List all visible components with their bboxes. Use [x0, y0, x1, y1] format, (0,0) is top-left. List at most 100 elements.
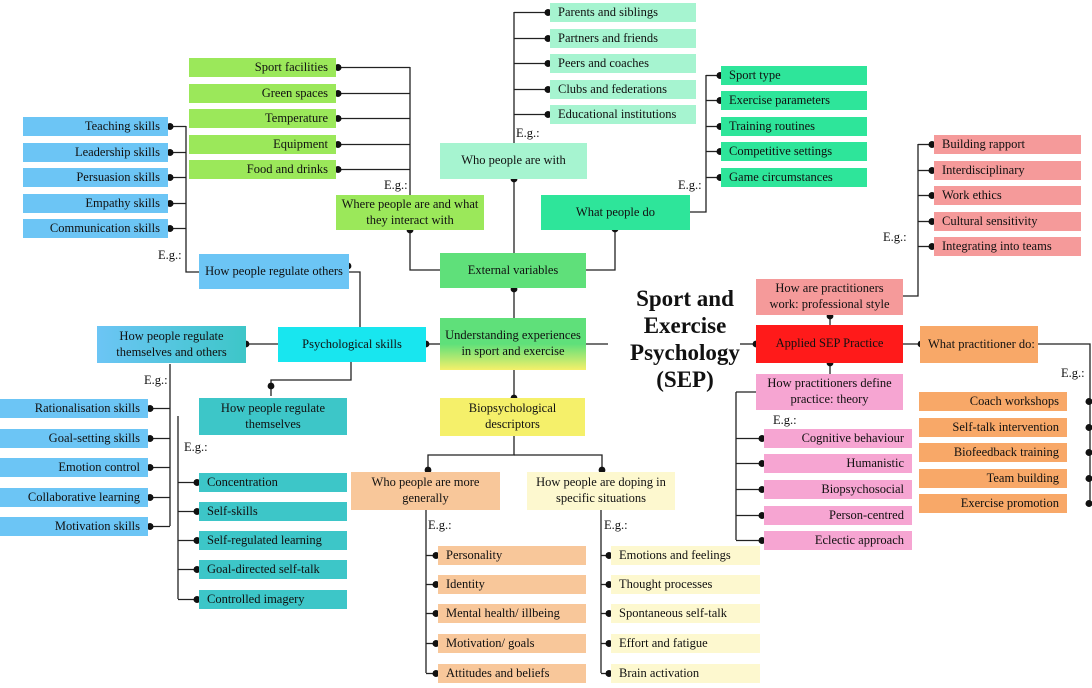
general-node: Who people are more generally: [351, 472, 500, 510]
connector-dot: [544, 86, 552, 93]
connector-dot: [928, 141, 936, 148]
connector-dot: [166, 200, 174, 207]
connector-dot: [758, 537, 766, 544]
connector-dot: [432, 610, 440, 617]
connector-dot: [334, 141, 342, 148]
work-style-node: How are practitioners work: professional…: [756, 279, 903, 315]
specific-item: Spontaneous self-talk: [611, 604, 760, 623]
connector-dot: [605, 581, 613, 588]
both-item: Rationalisation skills: [0, 399, 148, 418]
example-label: E.g.:: [773, 413, 797, 427]
connector-dot: [544, 111, 552, 118]
connector-dot: [166, 123, 174, 130]
regulate-others-node: How people regulate others: [199, 254, 349, 289]
self-item: Goal-directed self-talk: [199, 560, 347, 579]
general-item: Motivation/ goals: [438, 634, 586, 653]
regulate-self-node: How people regulate themselves: [199, 398, 347, 435]
example-label: E.g.:: [678, 178, 702, 192]
connector-line: [427, 436, 515, 470]
theory-item: Person-centred: [764, 506, 912, 525]
connector-line: [185, 126, 199, 273]
specific-item: Brain activation: [611, 664, 760, 683]
specific-node: How people are doping in specific situat…: [527, 472, 675, 510]
connector-dot: [146, 523, 154, 530]
center-node: Understanding experiences in sport and e…: [440, 318, 586, 370]
with-item: Partners and friends: [550, 29, 696, 48]
self-item: Self-skills: [199, 502, 347, 521]
connector-line: [586, 229, 616, 271]
connector-dot: [605, 552, 613, 559]
connector-line: [903, 144, 919, 297]
connector-dot: [928, 192, 936, 199]
connector-dot: [928, 243, 936, 250]
both-item: Goal-setting skills: [0, 429, 148, 448]
connector-dot: [544, 35, 552, 42]
connector-dot: [432, 581, 440, 588]
work-item: Work ethics: [934, 186, 1081, 205]
with-item: Clubs and federations: [550, 80, 696, 99]
theory-item: Biopsychosocial: [764, 480, 912, 499]
connector-dot: [267, 382, 275, 390]
intervention-item: Team building: [919, 469, 1067, 488]
connector-dot: [166, 174, 174, 181]
connector-dot: [193, 508, 201, 515]
connector-line: [270, 362, 352, 396]
title-line: Exercise: [643, 312, 727, 338]
with-whom-node: Who people are with: [440, 143, 587, 179]
others-item: Persuasion skills: [23, 168, 168, 187]
connector-dot: [334, 64, 342, 71]
connector-dot: [544, 60, 552, 67]
interventions-node: What practitioner do: interventions: [920, 326, 1038, 363]
connector-dot: [605, 670, 613, 677]
theory-item: Cognitive behaviour: [764, 429, 912, 448]
connector-dot: [598, 466, 606, 474]
connector-dot: [166, 225, 174, 232]
general-item: Mental health/ illbeing: [438, 604, 586, 623]
intervention-item: Exercise promotion: [919, 494, 1067, 513]
psych-skills-node: Psychological skills: [278, 327, 426, 362]
connector-dot: [432, 552, 440, 559]
connector-dot: [193, 566, 201, 573]
connector-line: [409, 230, 440, 271]
connector-dot: [146, 405, 154, 412]
regulate-both-node: How people regulate themselves and other…: [97, 326, 246, 363]
do-item: Competitive settings: [721, 142, 867, 161]
example-label: E.g.:: [604, 518, 628, 532]
general-item: Personality: [438, 546, 586, 565]
where-item: Food and drinks: [189, 160, 336, 179]
connector-dot: [432, 670, 440, 677]
connector-dot: [334, 90, 342, 97]
example-label: E.g.:: [144, 373, 168, 387]
applied-practice-node: Applied SEP Practice: [756, 325, 903, 363]
theory-item: Humanistic: [764, 454, 912, 473]
connector-dot: [544, 9, 552, 16]
connector-dot: [193, 479, 201, 486]
work-item: Integrating into teams: [934, 237, 1081, 256]
specific-item: Effort and fatigue: [611, 634, 760, 653]
where-item: Equipment: [189, 135, 336, 154]
work-item: Cultural sensitivity: [934, 212, 1081, 231]
connector-line: [514, 454, 603, 470]
connector-line: [349, 271, 361, 327]
title-line: Psychology: [630, 339, 740, 365]
connector-dot: [928, 218, 936, 225]
connector-dot: [758, 460, 766, 467]
connector-dot: [146, 464, 154, 471]
what-do-node: What people do: [541, 195, 690, 230]
where-item: Sport facilities: [189, 58, 336, 77]
connector-dot: [758, 486, 766, 493]
external-variables-node: External variables: [440, 253, 586, 288]
do-item: Sport type: [721, 66, 867, 85]
general-item: Identity: [438, 575, 586, 594]
intervention-item: Biofeedback training: [919, 443, 1067, 462]
bio-descriptors-node: Biopsychological descriptors: [440, 398, 585, 436]
do-item: Exercise parameters: [721, 91, 867, 110]
connector-dot: [928, 167, 936, 174]
connector-dot: [1085, 424, 1092, 431]
with-item: Educational institutions: [550, 105, 696, 124]
connector-dot: [193, 537, 201, 544]
connector-dot: [605, 610, 613, 617]
example-label: E.g.:: [428, 518, 452, 532]
general-item: Attitudes and beliefs: [438, 664, 586, 683]
